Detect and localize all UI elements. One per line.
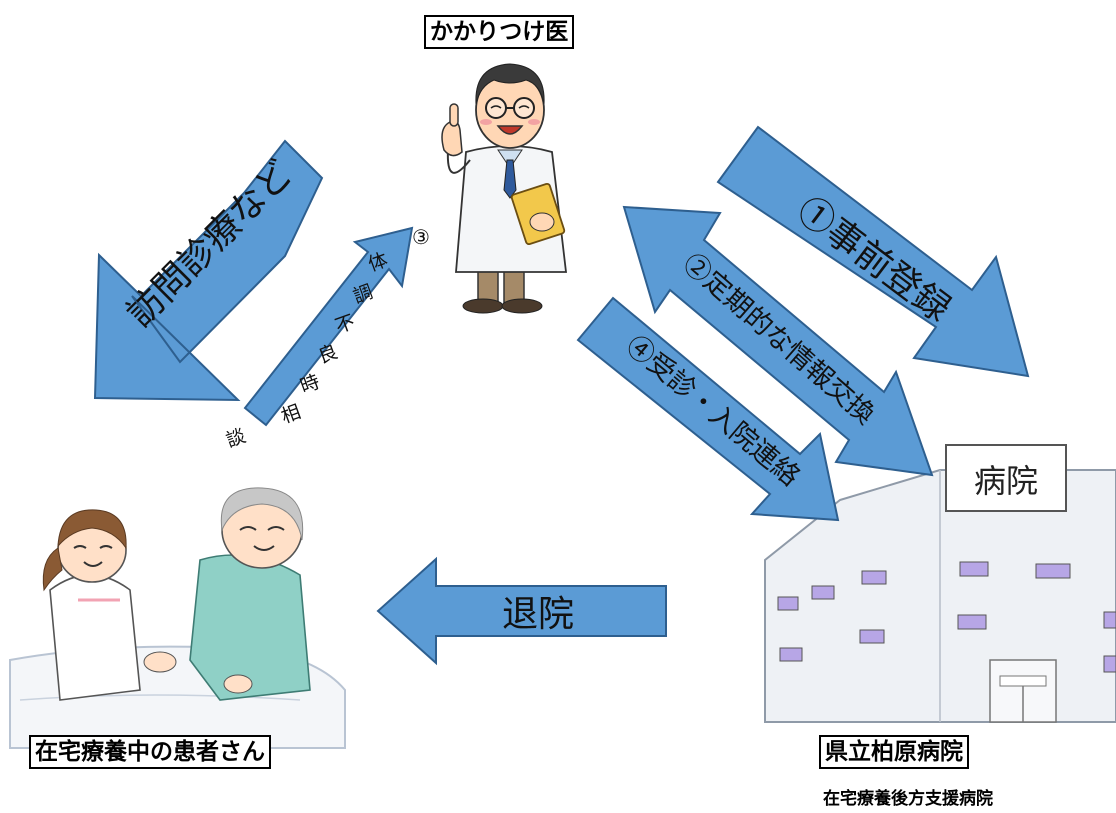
hospital-building: 病院	[764, 444, 1116, 723]
consult-char-5: 時	[297, 371, 322, 398]
patient-label: 在宅療養中の患者さん	[29, 735, 271, 770]
hospital-role-label: 在宅療養後方支援病院	[823, 789, 993, 809]
consult-char-4: 良	[315, 341, 340, 368]
hospital-label: 県立柏原病院	[819, 735, 969, 770]
consult-arrow-number: ③	[412, 225, 430, 249]
hospital-sign-text: 病院	[974, 462, 1038, 500]
discharge-arrow-label: 退院	[502, 594, 574, 635]
discharge-arrow: 退院	[376, 556, 667, 666]
consult-char-7: 談	[223, 425, 248, 452]
patient-nurse-illustration	[9, 487, 346, 749]
doctor-illustration	[441, 63, 568, 314]
consult-char-6: 相	[278, 401, 303, 428]
doctor-label: かかりつけ医	[424, 15, 575, 50]
